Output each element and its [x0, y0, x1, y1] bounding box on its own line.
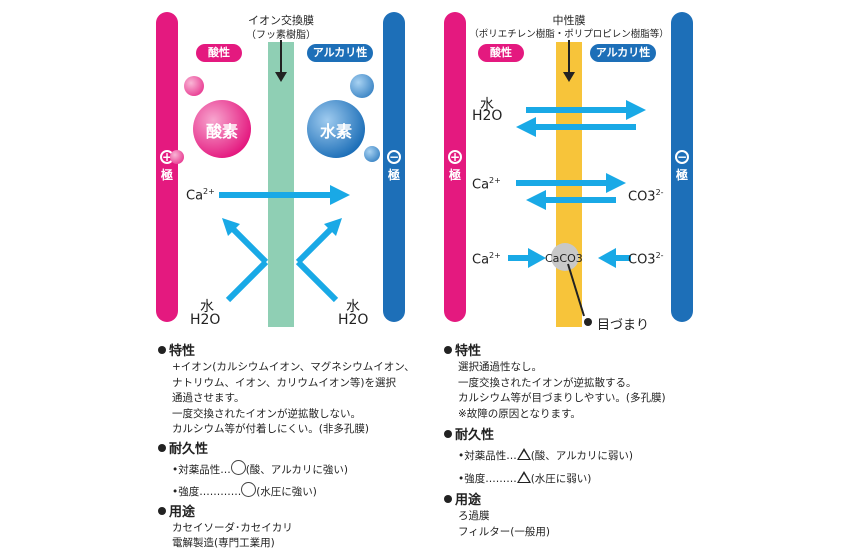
right-water-formula: H2O — [338, 312, 369, 328]
left-usage-line-1: カセイソーダ･カセイカリ — [172, 521, 293, 534]
ca-arrow-right-2 — [508, 248, 546, 268]
left-characteristics-heading: 特性 — [158, 344, 415, 360]
right-water-formula: H2O — [472, 108, 503, 124]
caco3-deposit — [551, 243, 579, 271]
left-char-line-5: カルシウム等が付着しにくい。(非多孔膜) — [172, 423, 369, 435]
left-positive-electrode — [156, 12, 178, 322]
right-char-line-3: カルシウム等が目づまりしやすい。(多孔膜) — [458, 392, 666, 404]
ion-exchange-membrane — [268, 42, 294, 327]
hydrogen-bubble-small — [350, 74, 374, 98]
right-durability-strength: •強度………(水圧に弱い) — [458, 470, 592, 485]
right-alkali-pill: アルカリ性 — [590, 44, 656, 62]
bullet-icon — [444, 495, 452, 503]
left-usage-line-2: 電解製造(専門工業用) — [172, 537, 275, 549]
water-arrow-left — [516, 117, 636, 137]
hydrogen-bubble-tiny — [364, 146, 380, 162]
right-char-line-4: ※故障の原因となります。 — [458, 407, 581, 420]
right-description: 特性 選択通過性なし。 一度交換されたイオンが逆拡散する。 カルシウム等が目づま… — [444, 344, 666, 540]
left-water-formula: H2O — [190, 312, 221, 328]
oxygen-bubble — [193, 100, 251, 158]
left-alkali-pill: アルカリ性 — [307, 44, 373, 62]
right-durability-chemical: •対薬品性…(酸、アルカリに弱い) — [458, 448, 633, 462]
water-left-arrow — [222, 218, 269, 303]
membrane-down-arrow — [275, 40, 287, 82]
right-usage-line-2: フィルター(一般用) — [458, 525, 550, 538]
oxygen-bubble-small — [184, 76, 204, 96]
triangle-rating-icon — [516, 470, 531, 483]
left-arrows — [219, 40, 350, 303]
left-minus-pole-label: −極 — [387, 150, 401, 182]
circle-rating-icon — [241, 482, 257, 497]
right-plus-pole-label: +極 — [448, 150, 462, 182]
right-acid-pill: 酸性 — [478, 44, 524, 62]
left-description: 特性 +イオン(カルシウムイオン、マグネシウムイオン、 ナトリウム、イオン、カリ… — [158, 344, 415, 552]
right-usage-heading: 用途 — [444, 493, 666, 509]
left-water-kanji: 水 — [200, 299, 214, 315]
clog-label: 目づまり — [597, 318, 650, 333]
right-positive-electrode — [444, 12, 466, 322]
ca-arrow-right — [219, 185, 350, 205]
right-co3-ion-2: CO32- — [628, 251, 664, 268]
left-durability-strength: •強度…………(水圧に強い) — [172, 482, 415, 501]
circle-rating-icon — [230, 459, 246, 475]
left-durability-chemical: •対薬品性…(酸、アルカリに強い) — [172, 459, 415, 479]
left-char-line-3: 通過させます。 — [172, 392, 245, 404]
right-usage-line-1: ろ過膜 — [458, 510, 490, 522]
ion-membrane-title: イオン交換膜 — [248, 14, 314, 27]
right-negative-electrode — [671, 12, 693, 322]
right-minus-pole-label: −極 — [675, 150, 689, 182]
water-arrow-right — [526, 100, 646, 120]
ion-membrane-subtitle: （フッ素樹脂） — [246, 30, 316, 41]
right-co3-ion-1: CO32- — [628, 188, 664, 205]
left-negative-electrode — [383, 12, 405, 322]
bullet-icon — [158, 506, 166, 515]
left-char-line-4: 一度交換されたイオンが逆拡散しない。 — [172, 407, 361, 420]
left-char-line-2: ナトリウム、イオン、カリウムイオン等)を選択 — [172, 376, 396, 389]
right-ca-ion-1: Ca2+ — [472, 176, 501, 193]
neutral-membrane-down-arrow — [563, 40, 575, 82]
bullet-icon — [444, 346, 452, 354]
plus-icon: + — [448, 150, 462, 164]
triangle-rating-icon — [516, 448, 531, 460]
right-water-kanji: 水 — [346, 299, 360, 315]
hydrogen-label: 水素 — [319, 122, 352, 141]
minus-icon: − — [387, 150, 401, 164]
right-characteristics-heading: 特性 — [444, 344, 666, 360]
right-durability-heading: 耐久性 — [444, 428, 666, 444]
bullet-icon — [158, 346, 166, 354]
oxygen-label: 酸素 — [205, 122, 238, 141]
right-ca-ion-2: Ca2+ — [472, 251, 501, 268]
oxygen-bubble-tiny — [170, 150, 184, 164]
minus-icon: − — [675, 150, 689, 164]
caco3-label: CaCO3 — [545, 252, 583, 265]
bullet-icon — [444, 430, 452, 438]
ca-arrow-right-1 — [516, 173, 626, 193]
hydrogen-bubble — [307, 100, 365, 158]
co3-arrow-left-1 — [526, 190, 616, 210]
neutral-membrane-title: 中性膜 — [552, 14, 586, 27]
clog-pointer — [567, 263, 592, 326]
left-durability-heading: 耐久性 — [158, 442, 415, 458]
right-char-line-1: 選択通過性なし。 — [458, 361, 542, 373]
left-char-line-1: +イオン(カルシウムイオン、マグネシウムイオン、 — [172, 361, 415, 373]
bullet-icon — [158, 443, 166, 452]
co3-arrow-left-2 — [598, 248, 631, 268]
neutral-membrane-subtitle: （ポリエチレン樹脂・ポリプロピレン樹脂等） — [469, 29, 669, 40]
water-right-arrow — [295, 218, 342, 303]
left-ca-ion: Ca2+ — [186, 187, 215, 204]
right-water-kanji: 水 — [480, 97, 494, 113]
right-arrows — [508, 40, 646, 326]
right-char-line-2: 一度交換されたイオンが逆拡散する。 — [458, 376, 637, 389]
left-usage-heading: 用途 — [158, 505, 415, 521]
left-acid-pill: 酸性 — [196, 44, 242, 62]
